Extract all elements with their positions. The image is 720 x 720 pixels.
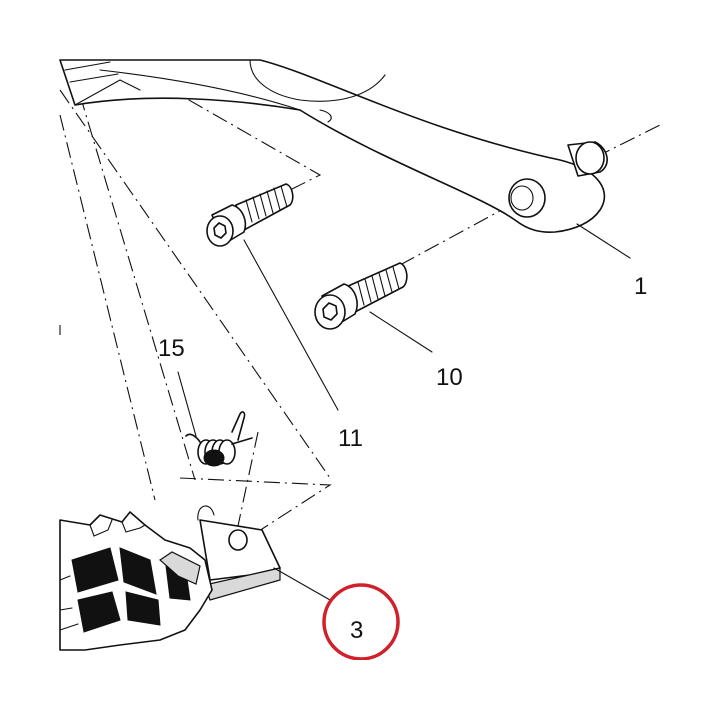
callout-15: 15 [158, 335, 185, 362]
part-11-cap-screw [206, 183, 294, 247]
callout-10: 10 [436, 364, 463, 391]
bottom-mask [0, 660, 720, 720]
highlight-circle [322, 583, 400, 661]
callout-11: 11 [338, 425, 363, 452]
callout-3: 3 [350, 617, 363, 644]
callout-1: 1 [634, 273, 647, 300]
assembly-centerlines [59, 71, 661, 541]
part-15-torsion-spring [185, 411, 253, 467]
part-3-foot-peg [59, 505, 281, 651]
callout-leaders [177, 223, 631, 601]
part-10-cap-screw [314, 262, 408, 330]
part-1-lever-arm [59, 59, 608, 233]
